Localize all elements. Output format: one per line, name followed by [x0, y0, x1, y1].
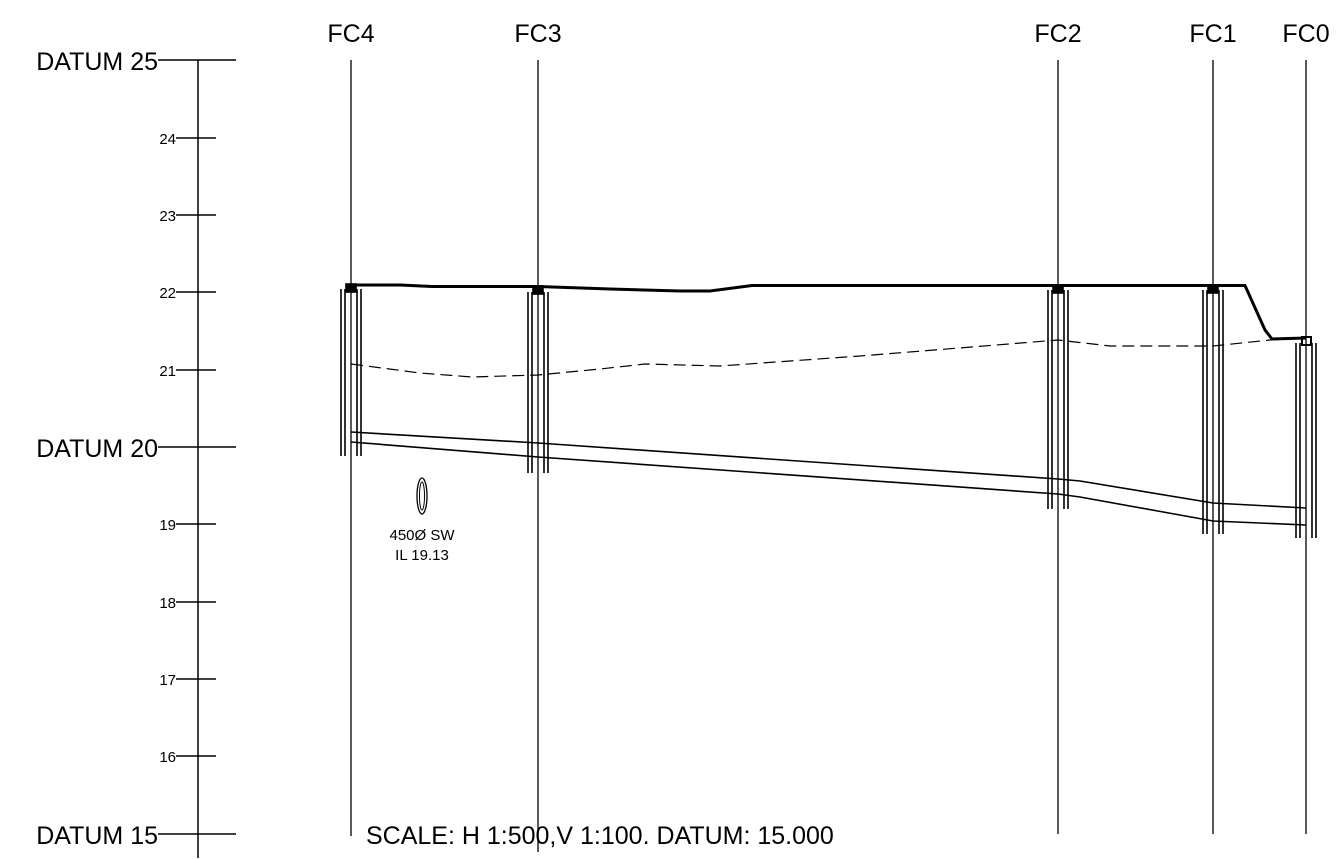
ground-level-line [347, 283, 1307, 341]
pipe-invert-line [350, 441, 1307, 526]
chamber-label-fc4: FC4 [327, 20, 374, 48]
tick-label-23: 23 [159, 208, 176, 225]
chamber-label-fc1: FC1 [1189, 20, 1236, 48]
pipe-annotation: 450Ø SW IL 19.13 [389, 477, 455, 564]
manhole-fc3 [527, 285, 549, 473]
pipe-size-label: 450Ø SW [389, 527, 455, 544]
tick-label-21: 21 [159, 363, 176, 380]
chamber-lines: FC4 FC3 FC2 FC1 FC0 [327, 20, 1330, 852]
tick-label-22: 22 [159, 285, 176, 302]
tick-label-24: 24 [159, 131, 176, 148]
tick-label-18: 18 [159, 595, 176, 612]
manhole-fc0 [1295, 336, 1317, 538]
pipe-section-icon [416, 477, 428, 515]
tick-label-16: 16 [159, 749, 176, 766]
scale-note: SCALE: H 1:500,V 1:100. DATUM: 15.000 [366, 822, 834, 850]
manhole-fc2 [1047, 284, 1069, 509]
level-scale: DATUM 25 DATUM 20 DATUM 15 24 23 22 21 1… [36, 48, 236, 858]
tick-label-17: 17 [159, 672, 176, 689]
pipe-invert-label: IL 19.13 [395, 547, 449, 564]
datum-25-label: DATUM 25 [36, 48, 158, 76]
pipe-top-line [350, 431, 1307, 509]
chamber-label-fc3: FC3 [514, 20, 561, 48]
datum-15-label: DATUM 15 [36, 822, 158, 850]
manhole-fc1 [1202, 284, 1224, 534]
datum-20-label: DATUM 20 [36, 435, 158, 463]
manhole-fc4 [340, 283, 362, 456]
chamber-label-fc2: FC2 [1034, 20, 1081, 48]
dashed-level-line [350, 337, 1307, 378]
chamber-label-fc0: FC0 [1282, 20, 1329, 48]
tick-label-19: 19 [159, 517, 176, 534]
